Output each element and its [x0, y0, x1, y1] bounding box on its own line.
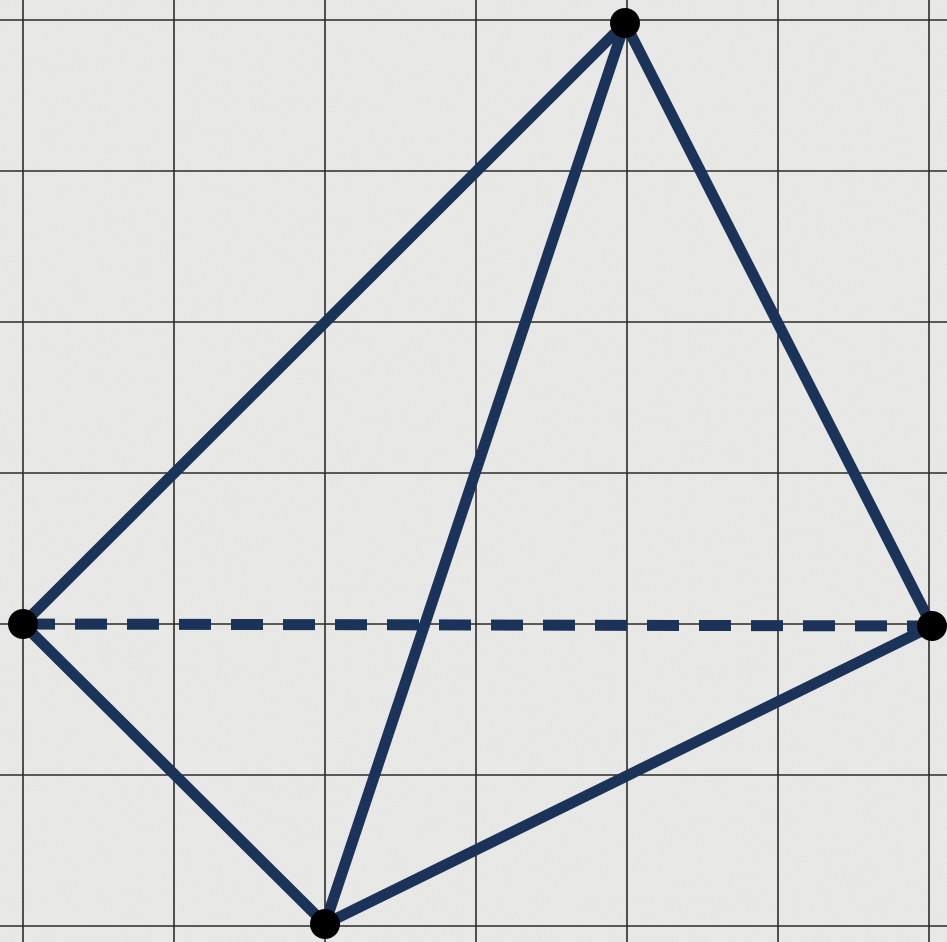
edge-BD-hidden: [22, 618, 933, 632]
edge-AB: [19, 19, 629, 628]
edge-BC: [19, 620, 329, 928]
edge-AD: [620, 20, 937, 629]
edge-CD: [322, 621, 935, 929]
edge-AC: [319, 21, 631, 926]
edges: [19, 19, 937, 929]
vertex-B: [8, 609, 38, 639]
vertex-C: [310, 909, 340, 939]
vertex-A: [610, 8, 640, 38]
vertex-D: [917, 611, 947, 641]
vertices: [8, 8, 947, 939]
